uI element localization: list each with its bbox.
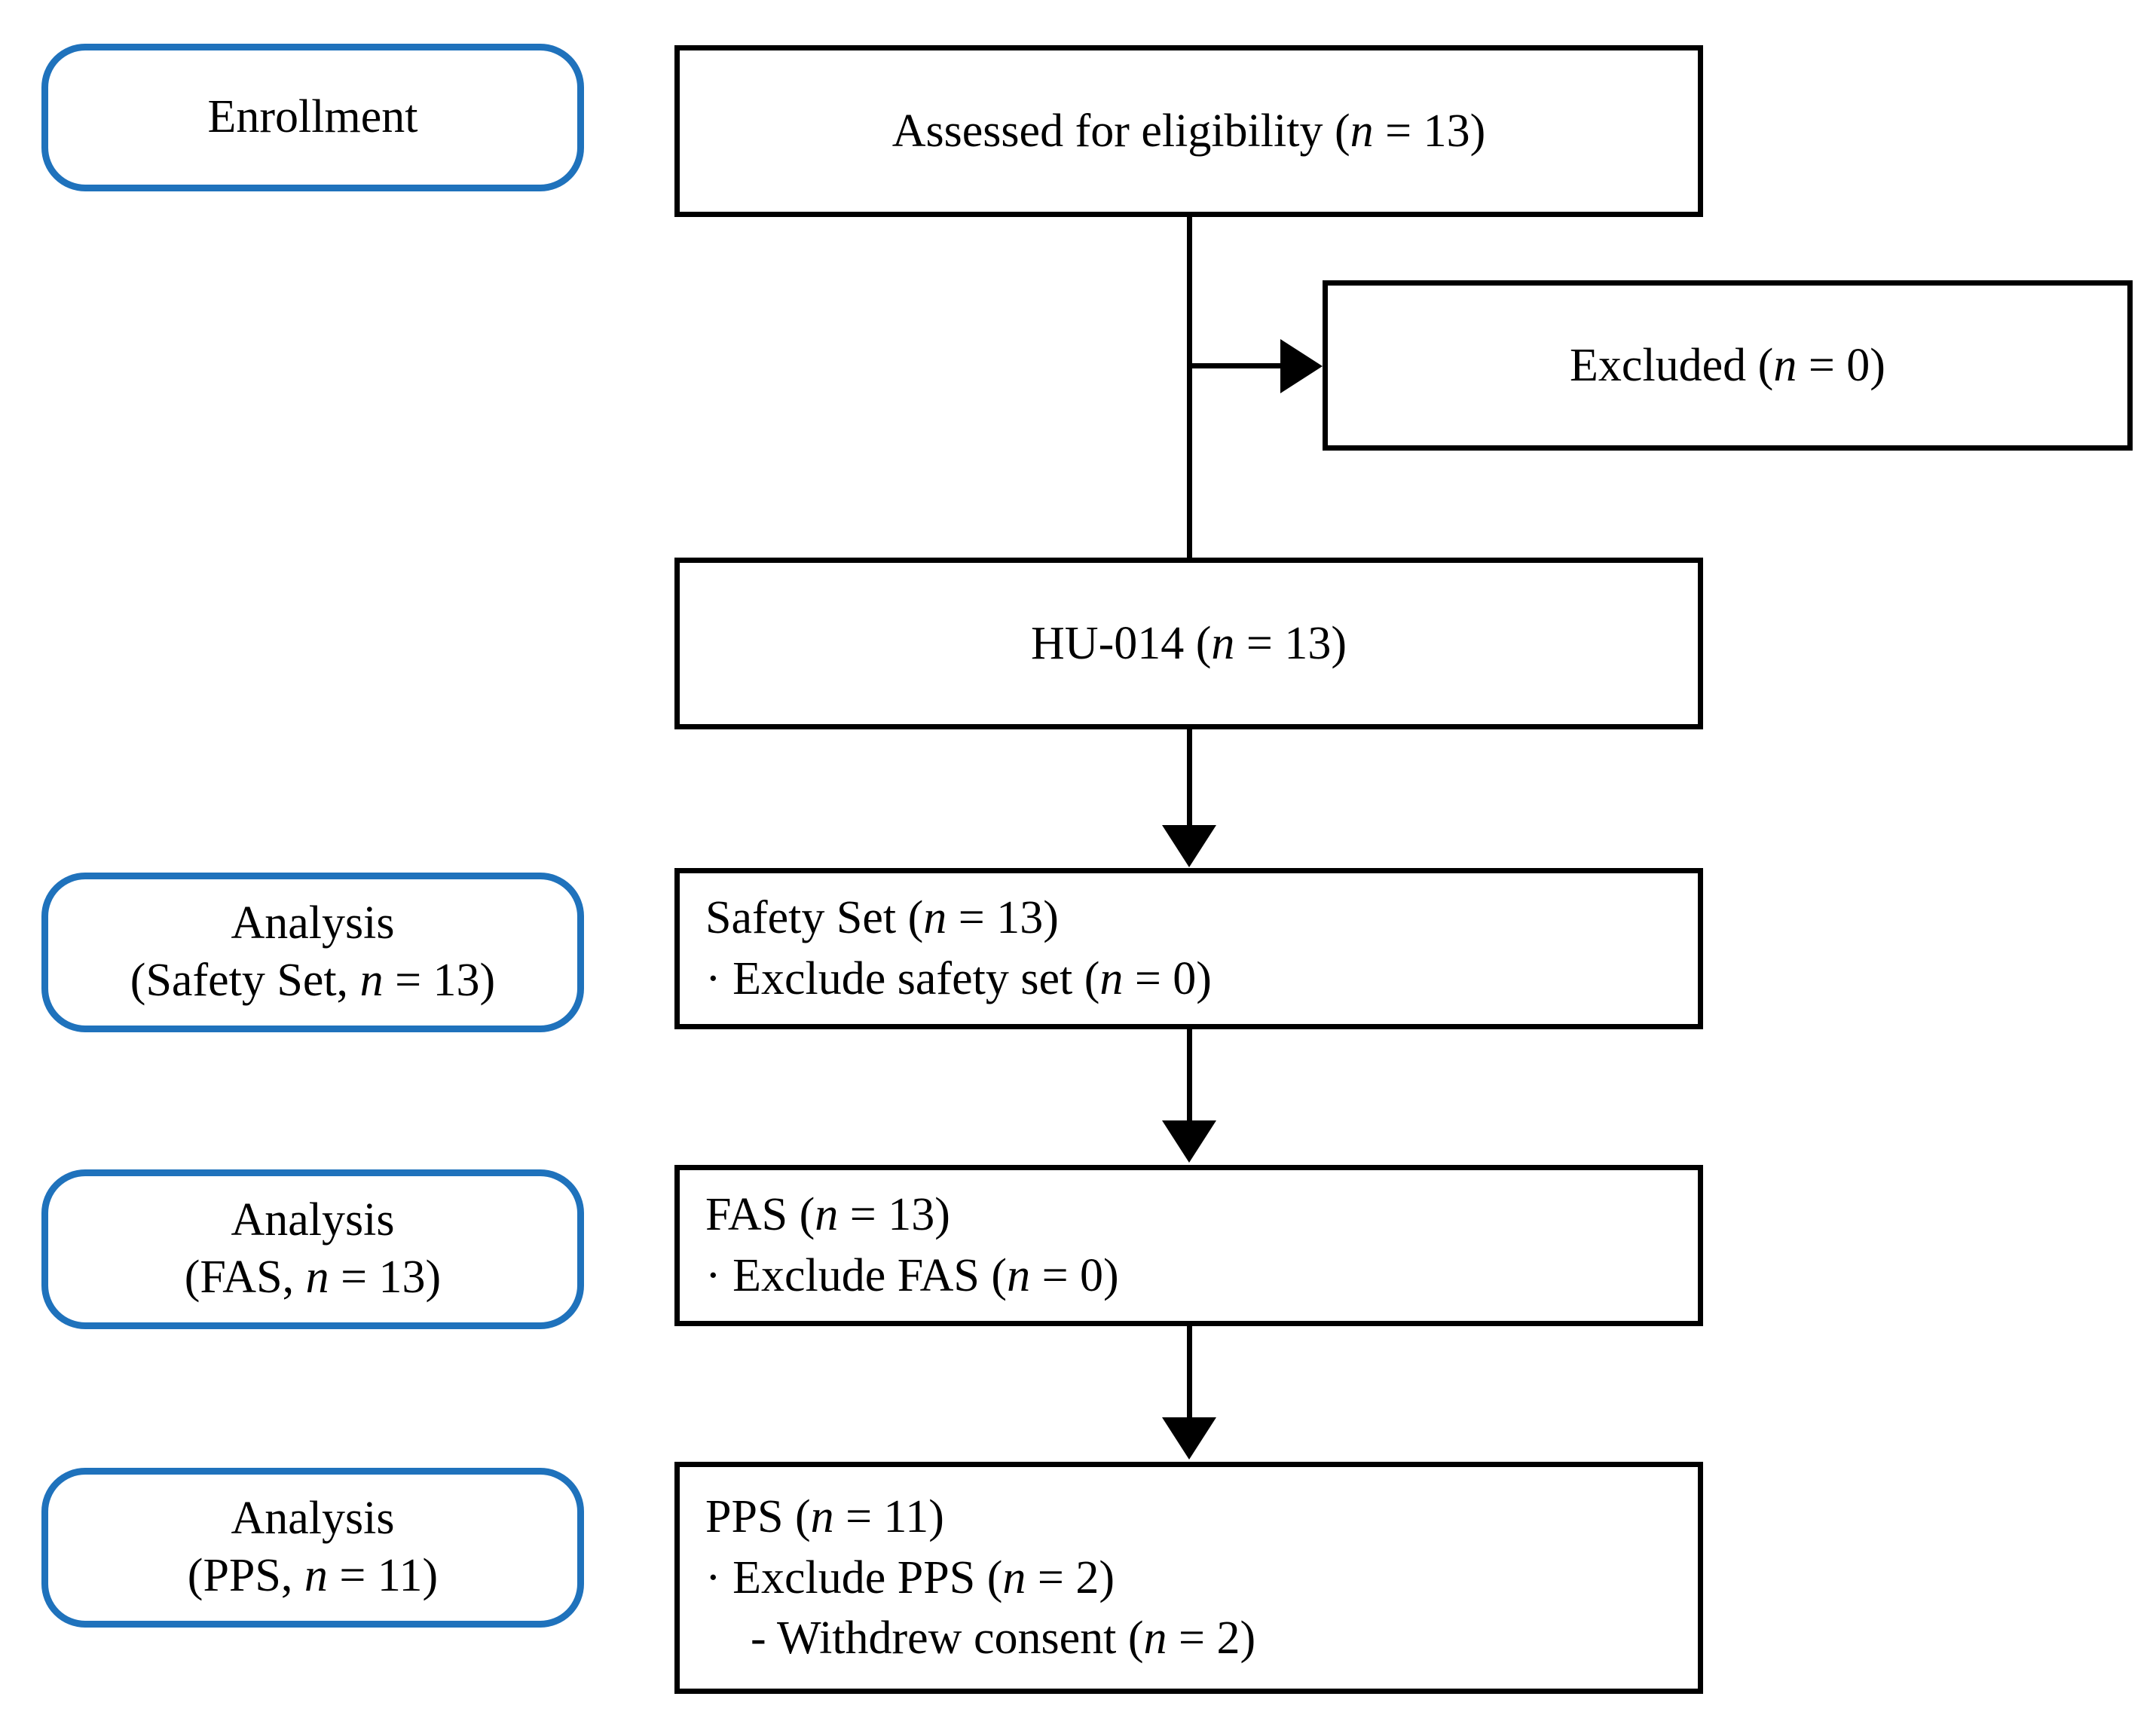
connector-treatment-to-safety-set <box>1187 729 1192 829</box>
stage-safety-line2: (Safety Set, n = 13) <box>130 955 496 1006</box>
italic-n: n <box>1773 339 1797 391</box>
italic-n: n <box>923 892 947 944</box>
italic-n: n <box>305 1252 329 1303</box>
stage-label-analysis-safety-set: Analysis (Safety Set, n = 13) <box>41 873 584 1032</box>
safety-set-line2: · Exclude safety set (n = 0) <box>705 953 1212 1004</box>
italic-n: n <box>810 1491 834 1543</box>
safety-set-line1: Safety Set (n = 13) <box>705 892 1059 944</box>
italic-n: n <box>1211 617 1235 669</box>
italic-n: n <box>359 955 384 1006</box>
connector-safety-set-to-fas <box>1187 1029 1192 1124</box>
stage-safety-line1: Analysis <box>231 897 395 949</box>
pps-line3: - Withdrew consent (n = 2) <box>751 1612 1256 1664</box>
connector-assessed-to-treatment <box>1187 217 1192 558</box>
stage-fas-line2: (FAS, n = 13) <box>184 1252 442 1303</box>
stage-label-analysis-pps: Analysis (PPS, n = 11) <box>41 1468 584 1628</box>
node-pps: PPS (n = 11) · Exclude PPS (n = 2) - Wit… <box>674 1462 1703 1694</box>
node-fas: FAS (n = 13) · Exclude FAS (n = 0) <box>674 1165 1703 1326</box>
stage-label-enrollment: Enrollment <box>41 44 584 191</box>
stage-fas-line1: Analysis <box>231 1194 395 1246</box>
stage-enrollment-line1: Enrollment <box>207 91 418 143</box>
node-safety-set: Safety Set (n = 13) · Exclude safety set… <box>674 868 1703 1029</box>
node-treatment-hu-014: HU-014 (n = 13) <box>674 558 1703 729</box>
arrowhead-to-excluded <box>1280 339 1323 393</box>
connector-assessed-to-excluded <box>1187 363 1280 368</box>
pps-line2: · Exclude PPS (n = 2) <box>705 1551 1115 1603</box>
italic-n: n <box>1350 105 1374 157</box>
italic-n: n <box>1007 1250 1031 1301</box>
treatment-text: HU-014 (n = 13) <box>1031 617 1347 669</box>
italic-n: n <box>1002 1551 1026 1603</box>
italic-n: n <box>1143 1612 1167 1664</box>
italic-n: n <box>815 1189 839 1241</box>
stage-pps-line1: Analysis <box>231 1493 395 1545</box>
italic-n: n <box>304 1550 328 1601</box>
fas-line1: FAS (n = 13) <box>705 1189 950 1241</box>
assessed-text: Assessed for eligibility (n = 13) <box>891 105 1486 157</box>
arrowhead-to-fas <box>1162 1120 1216 1163</box>
excluded-text: Excluded (n = 0) <box>1570 339 1885 391</box>
italic-n: n <box>1099 953 1124 1004</box>
stage-label-analysis-fas: Analysis (FAS, n = 13) <box>41 1169 584 1329</box>
fas-line2: · Exclude FAS (n = 0) <box>705 1250 1119 1301</box>
arrowhead-to-safety-set <box>1162 825 1216 867</box>
stage-pps-line2: (PPS, n = 11) <box>187 1550 439 1601</box>
connector-fas-to-pps <box>1187 1326 1192 1421</box>
node-excluded: Excluded (n = 0) <box>1323 280 2133 451</box>
node-assessed-for-eligibility: Assessed for eligibility (n = 13) <box>674 45 1703 217</box>
arrowhead-to-pps <box>1162 1417 1216 1460</box>
pps-line1: PPS (n = 11) <box>705 1491 944 1543</box>
